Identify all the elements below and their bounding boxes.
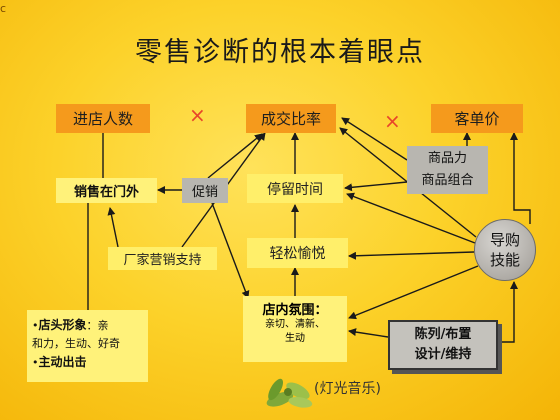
arrow-guide-to-relaxed (348, 251, 475, 260)
slide-title: 零售诊断的根本着眼点 (135, 37, 425, 68)
cross-mark-right: × (384, 109, 401, 133)
arrow-display-to-guide (500, 281, 518, 343)
bullet: • (32, 356, 39, 369)
display-design-box: 陈列/布置 设计/维持 (388, 320, 498, 370)
merchandise-box: 商品力 商品组合 (407, 146, 488, 194)
dwell-time-box: 停留时间 (247, 174, 343, 203)
arrow-promo-to-atmos (211, 202, 250, 299)
promotion-box: 促销 (182, 178, 228, 203)
storefront-desc1: ：亲 (86, 319, 109, 332)
display-line2: 设计/维持 (414, 347, 472, 362)
arrow-guide-to-ticket (510, 132, 531, 224)
visitors-box: 进店人数 (56, 104, 150, 133)
arrow-display-to-atmos (348, 328, 389, 338)
guide-line2: 技能 (489, 251, 520, 269)
arrow-promo-to-conversion (207, 133, 263, 179)
ticket-box: 客单价 (431, 104, 523, 133)
merch-line2: 商品组合 (421, 173, 474, 188)
sales-outside-box: 销售在门外 (56, 178, 157, 203)
merch-line1: 商品力 (427, 151, 467, 166)
arrow-guide-to-dwell (346, 192, 476, 244)
vendor-support-box: 厂家营销支持 (108, 247, 217, 270)
relaxed-box: 轻松愉悦 (247, 238, 348, 268)
storefront-box: •店头形象：亲 和力，生动、好奇 •主动出击 (27, 310, 148, 382)
guide-line1: 导购 (489, 231, 520, 249)
storefront-row1: •店头形象：亲 (32, 316, 143, 335)
proactive-label: 主动出击 (38, 355, 87, 369)
lighting-music-label: (灯光音乐) (314, 381, 381, 397)
storefront-row3: •主动出击 (32, 353, 143, 372)
arrow-merch-to-conversion (341, 117, 408, 161)
arrow-merch-to-dwell (344, 181, 408, 192)
arrow-vendor-to-sales (107, 207, 119, 248)
arrow-guide-to-atmos (348, 265, 479, 320)
conversion-box: 成交比率 (246, 104, 336, 133)
display-line1: 陈列/布置 (414, 327, 472, 342)
cross-mark-left: × (189, 103, 206, 127)
store-atmosphere-box: 店内氛围： 亲切、清新、 生动 (243, 296, 347, 362)
guide-skills-circle: 导购 技能 (474, 219, 536, 281)
atmosphere-line1: 亲切、清新、 (265, 319, 325, 330)
storefront-heading: 店头形象 (38, 318, 87, 332)
storefront-desc2: 和力，生动、好奇 (32, 337, 120, 350)
atmosphere-line2: 生动 (285, 333, 305, 344)
corner-mark: c (0, 2, 7, 15)
atmosphere-heading: 店内氛围： (262, 303, 328, 318)
bullet: • (32, 319, 39, 332)
